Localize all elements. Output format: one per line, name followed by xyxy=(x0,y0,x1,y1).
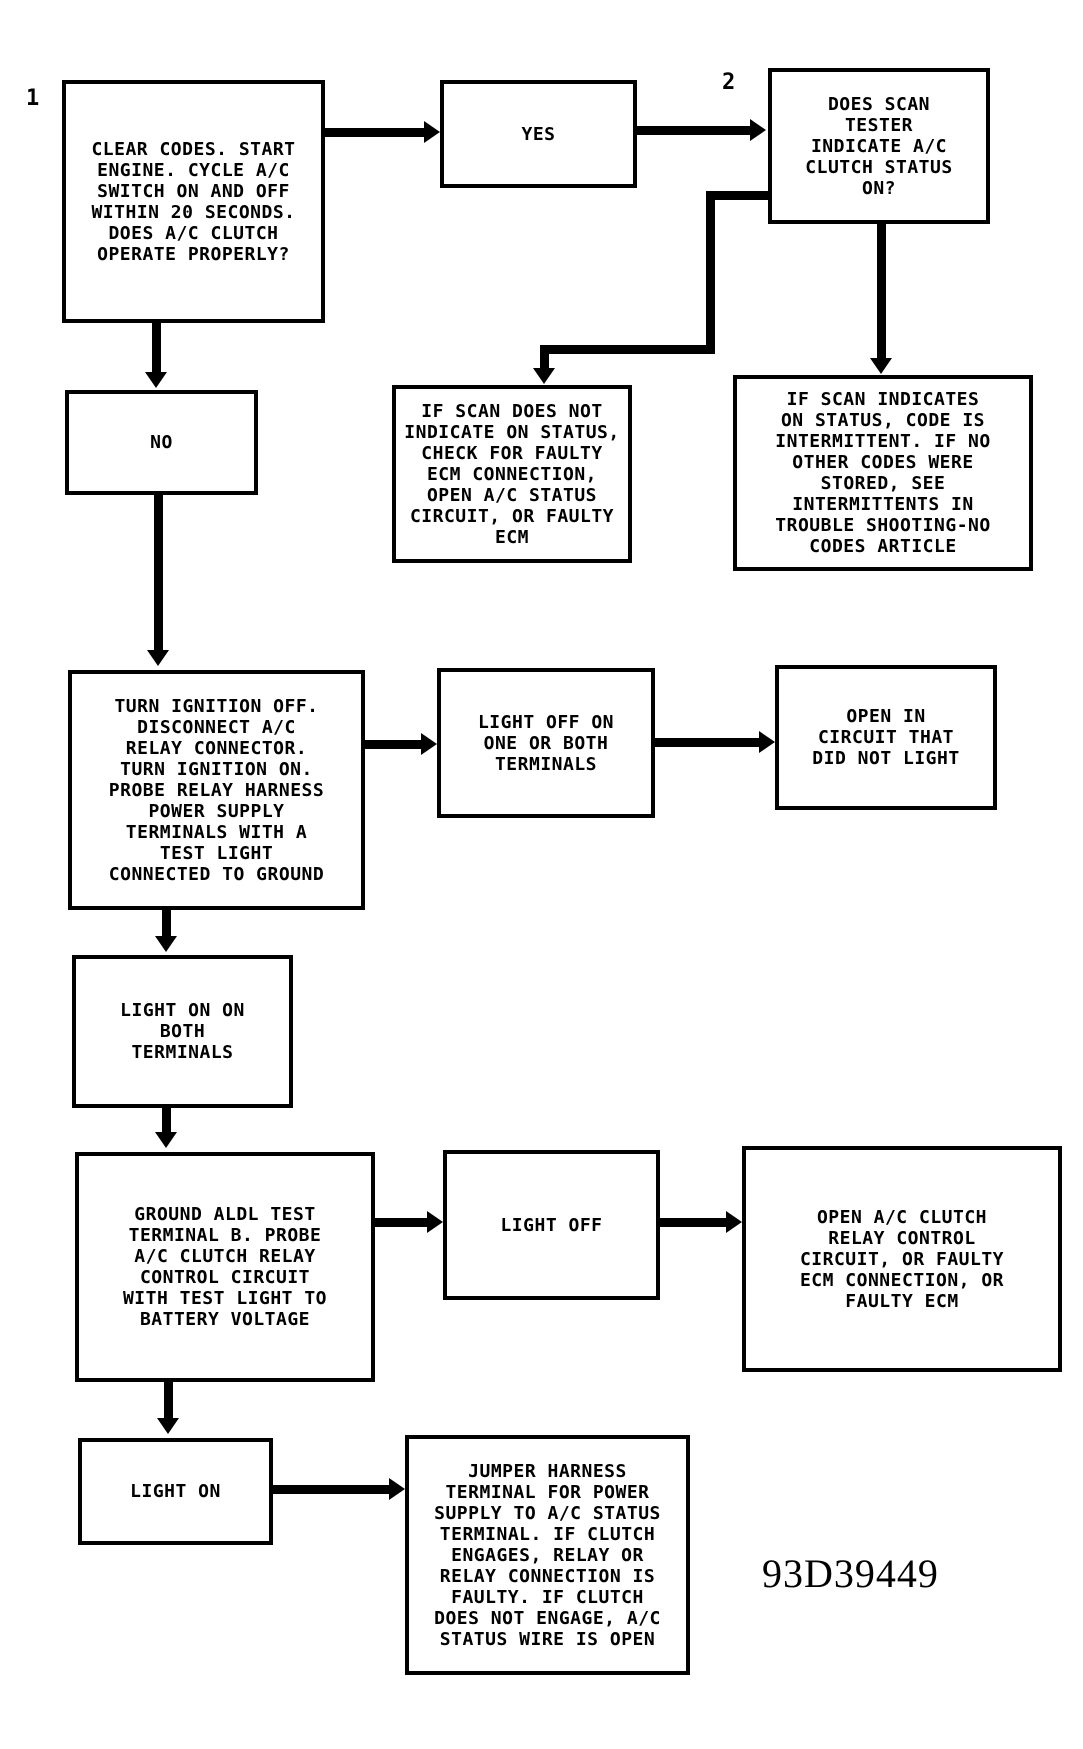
connector-lighton-jumper xyxy=(273,1485,391,1494)
arrowhead-turnignition-lightoffoneboth xyxy=(421,733,437,755)
box-ground-aldl-test: GROUND ALDL TEST TERMINAL B. PROBE A/C C… xyxy=(75,1152,375,1382)
arrowhead-groundaldl-lighton xyxy=(157,1418,179,1434)
connector-scantester-left-elbow-vertical xyxy=(706,191,715,354)
connector-lightoff-openrelay xyxy=(660,1218,728,1227)
connector-groundaldl-lighton xyxy=(164,1382,173,1420)
connector-scantester-left-elbow-bottom xyxy=(540,345,715,354)
box-light-on-both-terminals: LIGHT ON ON BOTH TERMINALS xyxy=(72,955,293,1108)
arrowhead-to-onstatus xyxy=(870,358,892,374)
connector-scantester-left-elbow-top xyxy=(710,191,768,200)
box-light-off: LIGHT OFF xyxy=(443,1150,660,1300)
box-if-scan-on-status: IF SCAN INDICATES ON STATUS, CODE IS INT… xyxy=(733,375,1033,571)
connector-yes-scantester xyxy=(637,126,752,135)
box-if-scan-no-on-status: IF SCAN DOES NOT INDICATE ON STATUS, CHE… xyxy=(392,385,632,563)
box-clear-codes: CLEAR CODES. START ENGINE. CYCLE A/C SWI… xyxy=(62,80,325,323)
arrowhead-lightoff-openrelay xyxy=(726,1211,742,1233)
box-turn-ignition-off: TURN IGNITION OFF. DISCONNECT A/C RELAY … xyxy=(68,670,365,910)
arrowhead-lightoffoneboth-opencircuit xyxy=(759,731,775,753)
step-label-1: 1 xyxy=(26,86,40,111)
arrowhead-turnignition-lightonboth xyxy=(155,936,177,952)
box-jumper-harness: JUMPER HARNESS TERMINAL FOR POWER SUPPLY… xyxy=(405,1435,690,1675)
arrowhead-no-turnignition xyxy=(147,650,169,666)
connector-scantester-to-onstatus xyxy=(877,224,886,360)
arrowhead-groundaldl-lightoff xyxy=(427,1211,443,1233)
connector-no-turnignition xyxy=(154,495,163,652)
connector-scantester-to-notonstatus-stub xyxy=(540,345,549,371)
connector-lightoffoneboth-opencircuit xyxy=(655,738,761,747)
arrowhead-lightonboth-groundaldl xyxy=(155,1132,177,1148)
box-open-in-circuit: OPEN IN CIRCUIT THAT DID NOT LIGHT xyxy=(775,665,997,810)
connector-lightonboth-groundaldl xyxy=(162,1108,171,1134)
step-label-2: 2 xyxy=(722,70,736,95)
connector-clearcodes-yes xyxy=(325,128,426,137)
arrowhead-clearcodes-yes xyxy=(424,121,440,143)
connector-turnignition-lightonboth xyxy=(162,910,171,938)
box-light-off-one-or-both: LIGHT OFF ON ONE OR BOTH TERMINALS xyxy=(437,668,655,818)
box-no: NO xyxy=(65,390,258,495)
connector-groundaldl-lightoff xyxy=(375,1218,429,1227)
box-light-on: LIGHT ON xyxy=(78,1438,273,1545)
arrowhead-lighton-jumper xyxy=(389,1478,405,1500)
box-open-relay-control: OPEN A/C CLUTCH RELAY CONTROL CIRCUIT, O… xyxy=(742,1146,1062,1372)
connector-turnignition-lightoffoneboth xyxy=(365,740,423,749)
box-does-scan-indicate-on: DOES SCAN TESTER INDICATE A/C CLUTCH STA… xyxy=(768,68,990,224)
arrowhead-yes-scantester xyxy=(750,119,766,141)
figure-number: 93D39449 xyxy=(762,1551,939,1596)
arrowhead-clearcodes-no xyxy=(145,372,167,388)
box-yes: YES xyxy=(440,80,637,188)
connector-clearcodes-no xyxy=(152,323,161,374)
arrowhead-to-notonstatus xyxy=(533,368,555,384)
